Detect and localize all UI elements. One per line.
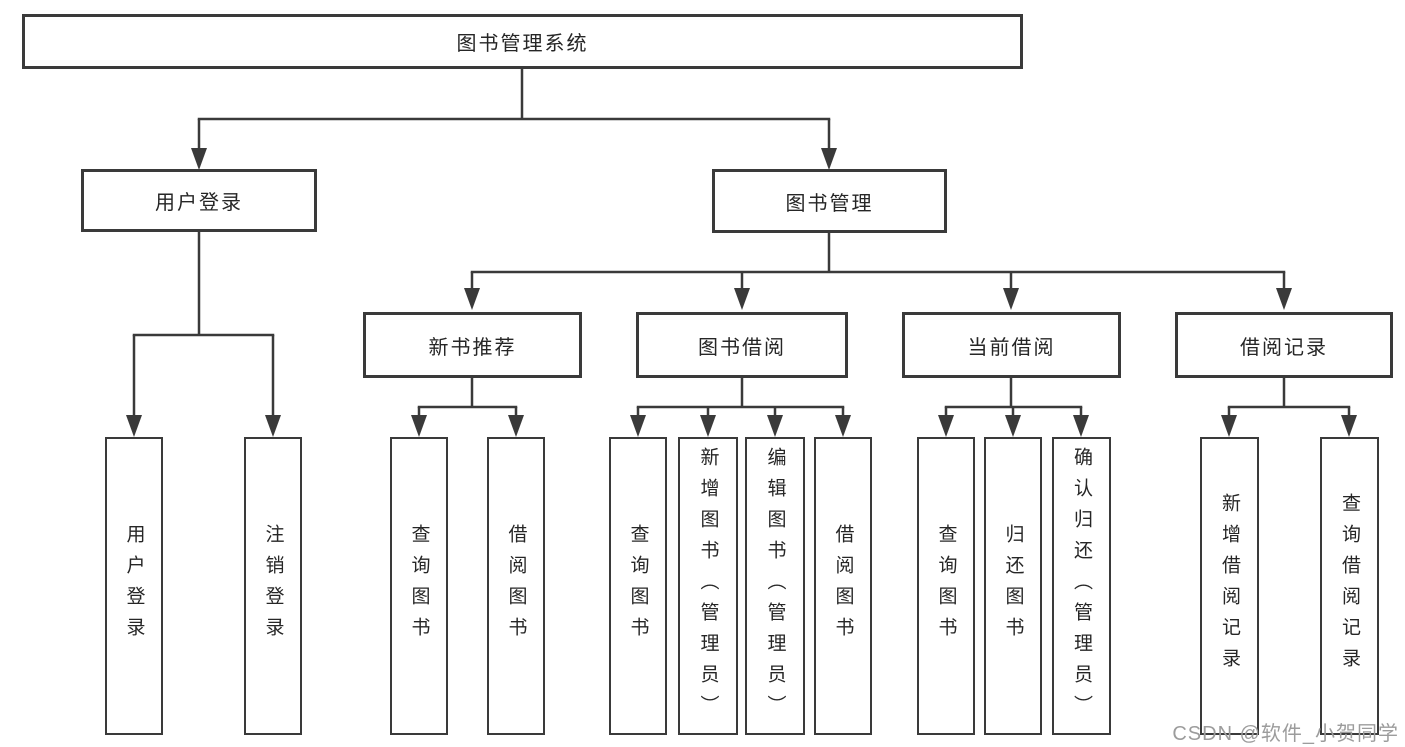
leaf-recommend-query-book-label: 查询图书 — [408, 524, 430, 648]
leaf-current-query-book-label: 查询图书 — [935, 524, 957, 648]
leaf-borrow-query-book-label: 查询图书 — [627, 524, 649, 648]
leaf-confirm-return-admin-label: 确认归还（管理员） — [1071, 446, 1092, 726]
leaf-add-borrow-record: 新增借阅记录 — [1200, 437, 1259, 735]
leaf-query-borrow-record: 查询借阅记录 — [1320, 437, 1379, 735]
node-new-book-recommend-label: 新书推荐 — [428, 336, 517, 359]
arrow-down-icon — [734, 288, 750, 310]
leaf-logout-label: 注销登录 — [262, 524, 284, 648]
leaf-add-borrow-record-label: 新增借阅记录 — [1219, 493, 1240, 679]
leaf-user-login: 用户登录 — [105, 437, 163, 735]
arrow-down-icon — [411, 415, 427, 437]
leaf-recommend-borrow-book-label: 借阅图书 — [505, 524, 527, 648]
arrow-down-icon — [508, 415, 524, 437]
node-current-borrow: 当前借阅 — [902, 312, 1121, 378]
arrow-down-icon — [265, 415, 281, 437]
arrow-down-icon — [700, 415, 716, 437]
leaf-return-book-label: 归还图书 — [1002, 524, 1024, 648]
node-borrow-record-label: 借阅记录 — [1240, 336, 1328, 359]
leaf-add-book-admin-label: 新增图书（管理员） — [697, 446, 719, 726]
leaf-add-book-admin: 新增图书（管理员） — [678, 437, 738, 735]
node-user-login-label: 用户登录 — [155, 192, 243, 214]
node-user-login: 用户登录 — [81, 169, 317, 232]
leaf-logout: 注销登录 — [244, 437, 302, 735]
node-root-label: 图书管理系统 — [456, 33, 589, 55]
node-new-book-recommend: 新书推荐 — [363, 312, 582, 378]
arrow-down-icon — [767, 415, 783, 437]
node-book-management: 图书管理 — [712, 169, 947, 233]
arrow-down-icon — [1003, 288, 1019, 310]
node-book-borrow-label: 图书借阅 — [698, 336, 786, 359]
arrow-down-icon — [1073, 415, 1089, 437]
leaf-query-borrow-record-label: 查询借阅记录 — [1339, 493, 1360, 679]
arrow-down-icon — [835, 415, 851, 437]
arrow-down-icon — [1005, 415, 1021, 437]
node-current-borrow-label: 当前借阅 — [967, 336, 1056, 359]
arrow-down-icon — [126, 415, 142, 437]
csdn-watermark: CSDN @软件_小贺同学 — [1172, 723, 1399, 745]
arrow-down-icon — [1221, 415, 1237, 437]
leaf-recommend-query-book: 查询图书 — [390, 437, 448, 735]
leaf-return-book: 归还图书 — [984, 437, 1042, 735]
leaf-edit-book-admin-label: 编辑图书（管理员） — [764, 446, 786, 726]
leaf-user-login-label: 用户登录 — [123, 524, 145, 648]
node-book-borrow: 图书借阅 — [636, 312, 848, 378]
leaf-borrow-borrow-book: 借阅图书 — [814, 437, 872, 735]
arrow-down-icon — [630, 415, 646, 437]
arrow-down-icon — [191, 148, 207, 170]
leaf-current-query-book: 查询图书 — [917, 437, 975, 735]
leaf-borrow-borrow-book-label: 借阅图书 — [832, 524, 854, 648]
node-book-management-label: 图书管理 — [785, 192, 874, 215]
leaf-recommend-borrow-book: 借阅图书 — [487, 437, 545, 735]
leaf-edit-book-admin: 编辑图书（管理员） — [745, 437, 805, 735]
leaf-borrow-query-book: 查询图书 — [609, 437, 667, 735]
node-borrow-record: 借阅记录 — [1175, 312, 1393, 378]
arrow-down-icon — [1341, 415, 1357, 437]
arrow-down-icon — [1276, 288, 1292, 310]
arrow-down-icon — [821, 148, 837, 170]
node-root: 图书管理系统 — [22, 14, 1023, 69]
arrow-down-icon — [464, 288, 480, 310]
arrow-down-icon — [938, 415, 954, 437]
leaf-confirm-return-admin: 确认归还（管理员） — [1052, 437, 1111, 735]
